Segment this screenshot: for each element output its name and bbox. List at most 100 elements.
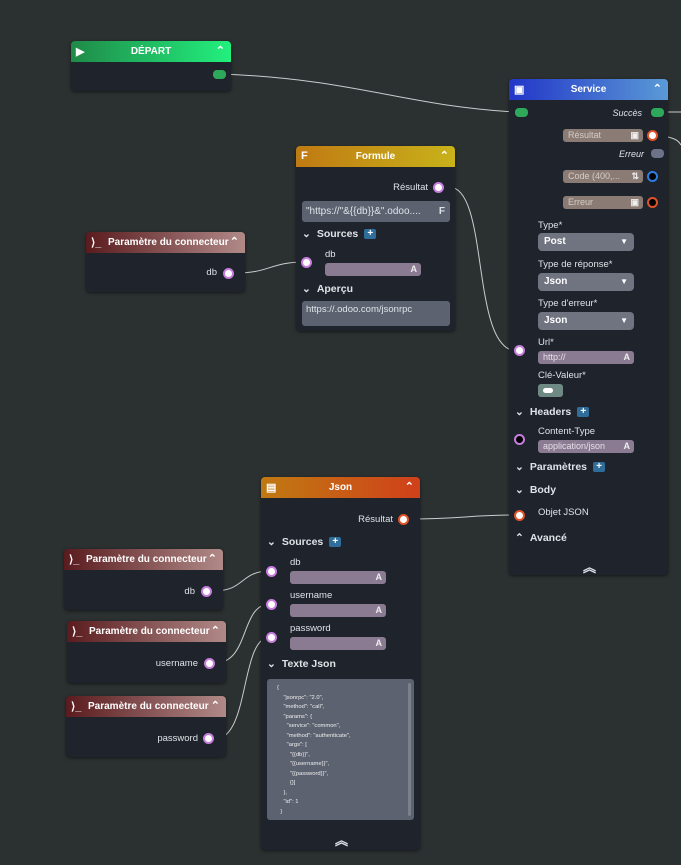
apercu-value: https://.odoo.com/jsonrpc <box>306 304 413 315</box>
password-input[interactable]: A <box>290 637 386 650</box>
code-port[interactable] <box>647 171 658 182</box>
output-port[interactable] <box>201 586 212 597</box>
param-node-username[interactable]: ⟩_Paramètre du connecteur⌃ username <box>67 621 226 683</box>
resultat-field[interactable]: Résultat▣ <box>563 129 643 142</box>
add-source-button[interactable]: + <box>364 229 377 239</box>
depart-node[interactable]: ▶ DÉPART ⌃ <box>71 41 231 91</box>
type-erreur-select[interactable]: Json▼ <box>538 312 634 330</box>
db-input[interactable]: A <box>325 263 421 276</box>
erreur-field-port[interactable] <box>647 197 658 208</box>
add-header-button[interactable]: + <box>577 407 590 417</box>
type-select[interactable]: Post▼ <box>538 233 634 251</box>
collapse-node-icon[interactable]: ︽ <box>335 833 349 848</box>
param-header[interactable]: ⟩_Paramètre du connecteur⌃ <box>86 232 245 253</box>
erreur-label: Erreur <box>618 149 644 159</box>
collapse-icon[interactable]: ⌃ <box>207 553 217 565</box>
type-reponse-select[interactable]: Json ▼ <box>538 273 634 291</box>
type-label: Type* <box>538 220 563 231</box>
connection <box>222 73 516 113</box>
service-header[interactable]: ▣ Service ⌃ <box>509 79 668 100</box>
terminal-icon: ⟩_ <box>71 701 82 713</box>
output-port[interactable] <box>223 268 234 279</box>
param-node-db[interactable]: ⟩_Paramètre du connecteur⌃ db <box>86 232 245 292</box>
depart-header[interactable]: ▶ DÉPART ⌃ <box>71 41 231 62</box>
collapse-icon[interactable]: ⌃ <box>210 700 220 712</box>
url-port[interactable] <box>514 345 525 356</box>
succes-port[interactable] <box>651 108 664 117</box>
password-port[interactable] <box>266 632 277 643</box>
db-port[interactable] <box>266 566 277 577</box>
param-header[interactable]: ⟩_Paramètre du connecteur⌃ <box>67 621 226 642</box>
formule-header[interactable]: F Formule ⌃ <box>296 146 455 167</box>
url-label: Url* <box>538 337 554 348</box>
apercu-label: Aperçu <box>316 283 353 295</box>
collapse-icon[interactable]: ⌃ <box>215 45 225 57</box>
texte-json-section[interactable]: ⌄Texte Json <box>267 658 336 670</box>
parametres-section[interactable]: ⌄Paramètres+ <box>515 461 606 473</box>
json-node[interactable]: ▤ Json ⌃ Résultat ⌄Sources+ db A usernam… <box>261 477 420 850</box>
collapse-icon[interactable]: ⌃ <box>210 625 220 637</box>
output-port[interactable] <box>213 70 226 79</box>
json-header[interactable]: ▤ Json ⌃ <box>261 477 420 498</box>
content-type-value: application/json <box>543 441 606 451</box>
output-label: db <box>184 586 195 597</box>
cle-valeur-toggle[interactable] <box>538 384 563 397</box>
collapse-node-icon[interactable]: ︽ <box>583 560 597 575</box>
content-type-port[interactable] <box>514 434 525 445</box>
headers-label: Headers <box>529 406 572 418</box>
erreur-port[interactable] <box>651 149 664 158</box>
username-input[interactable]: A <box>290 604 386 617</box>
collapse-icon[interactable]: ⌃ <box>439 150 449 162</box>
service-title: Service <box>570 84 607 95</box>
param-node-db[interactable]: ⟩_Paramètre du connecteur⌃ db <box>64 549 223 610</box>
url-input[interactable]: http://A <box>538 351 634 364</box>
service-icon: ▣ <box>514 84 525 96</box>
service-node[interactable]: ▣ Service ⌃ Succès Résultat▣ Erreur Code… <box>509 79 668 575</box>
collapse-icon[interactable]: ⌃ <box>404 481 414 493</box>
param-title: Paramètre du connecteur <box>108 237 229 248</box>
db-input[interactable]: A <box>290 571 386 584</box>
parametres-label: Paramètres <box>529 461 588 473</box>
avance-label: Avancé <box>529 532 567 544</box>
apercu-section[interactable]: ⌄Aperçu <box>302 283 353 295</box>
resultat-port[interactable] <box>647 130 658 141</box>
text-icon: A <box>623 352 631 362</box>
db-port[interactable] <box>301 257 312 268</box>
json-textarea[interactable]: { "jsonrpc": "2.0", "method": "call", "p… <box>267 679 414 820</box>
scrollbar[interactable] <box>408 683 411 816</box>
username-port[interactable] <box>266 599 277 610</box>
collapse-icon[interactable]: ⌃ <box>229 236 239 248</box>
resultat-port[interactable] <box>398 514 409 525</box>
body-section[interactable]: ⌄Body <box>515 484 556 496</box>
param-header[interactable]: ⟩_Paramètre du connecteur⌃ <box>66 696 226 717</box>
sources-section[interactable]: ⌄Sources+ <box>302 228 377 240</box>
db-label: db <box>290 557 301 568</box>
sort-icon: ⇅ <box>631 171 639 181</box>
code-field[interactable]: Code (400,...⇅ <box>563 170 643 183</box>
caret-down-icon: ▼ <box>620 277 628 286</box>
collapse-icon[interactable]: ⌃ <box>652 83 662 95</box>
formula-input[interactable]: "https://"&{{db}}&".odoo....F <box>302 201 450 222</box>
input-port[interactable] <box>515 108 528 117</box>
headers-section[interactable]: ⌄Headers+ <box>515 406 590 418</box>
type-reponse-value: Json <box>544 276 568 287</box>
sources-section[interactable]: ⌄Sources+ <box>267 536 342 548</box>
objet-json-label: Objet JSON <box>538 507 589 518</box>
username-label: username <box>290 590 333 601</box>
objet-json-port[interactable] <box>514 510 525 521</box>
formule-node[interactable]: F Formule ⌃ Résultat "https://"&{{db}}&"… <box>296 146 455 331</box>
add-source-button[interactable]: + <box>329 537 342 547</box>
avance-section[interactable]: ⌃ Avancé <box>515 532 567 544</box>
formula-icon: F <box>438 206 445 217</box>
chevron-down-icon: ⌄ <box>302 228 311 240</box>
output-port[interactable] <box>203 733 214 744</box>
resultat-label: Résultat <box>568 130 602 140</box>
output-port[interactable] <box>204 658 215 669</box>
param-header[interactable]: ⟩_Paramètre du connecteur⌃ <box>64 549 223 570</box>
resultat-port[interactable] <box>433 182 444 193</box>
param-node-password[interactable]: ⟩_Paramètre du connecteur⌃ password <box>66 696 226 757</box>
add-parametre-button[interactable]: + <box>593 462 606 472</box>
erreur-field[interactable]: Erreur▣ <box>563 196 643 209</box>
chevron-up-icon: ⌃ <box>515 532 524 544</box>
